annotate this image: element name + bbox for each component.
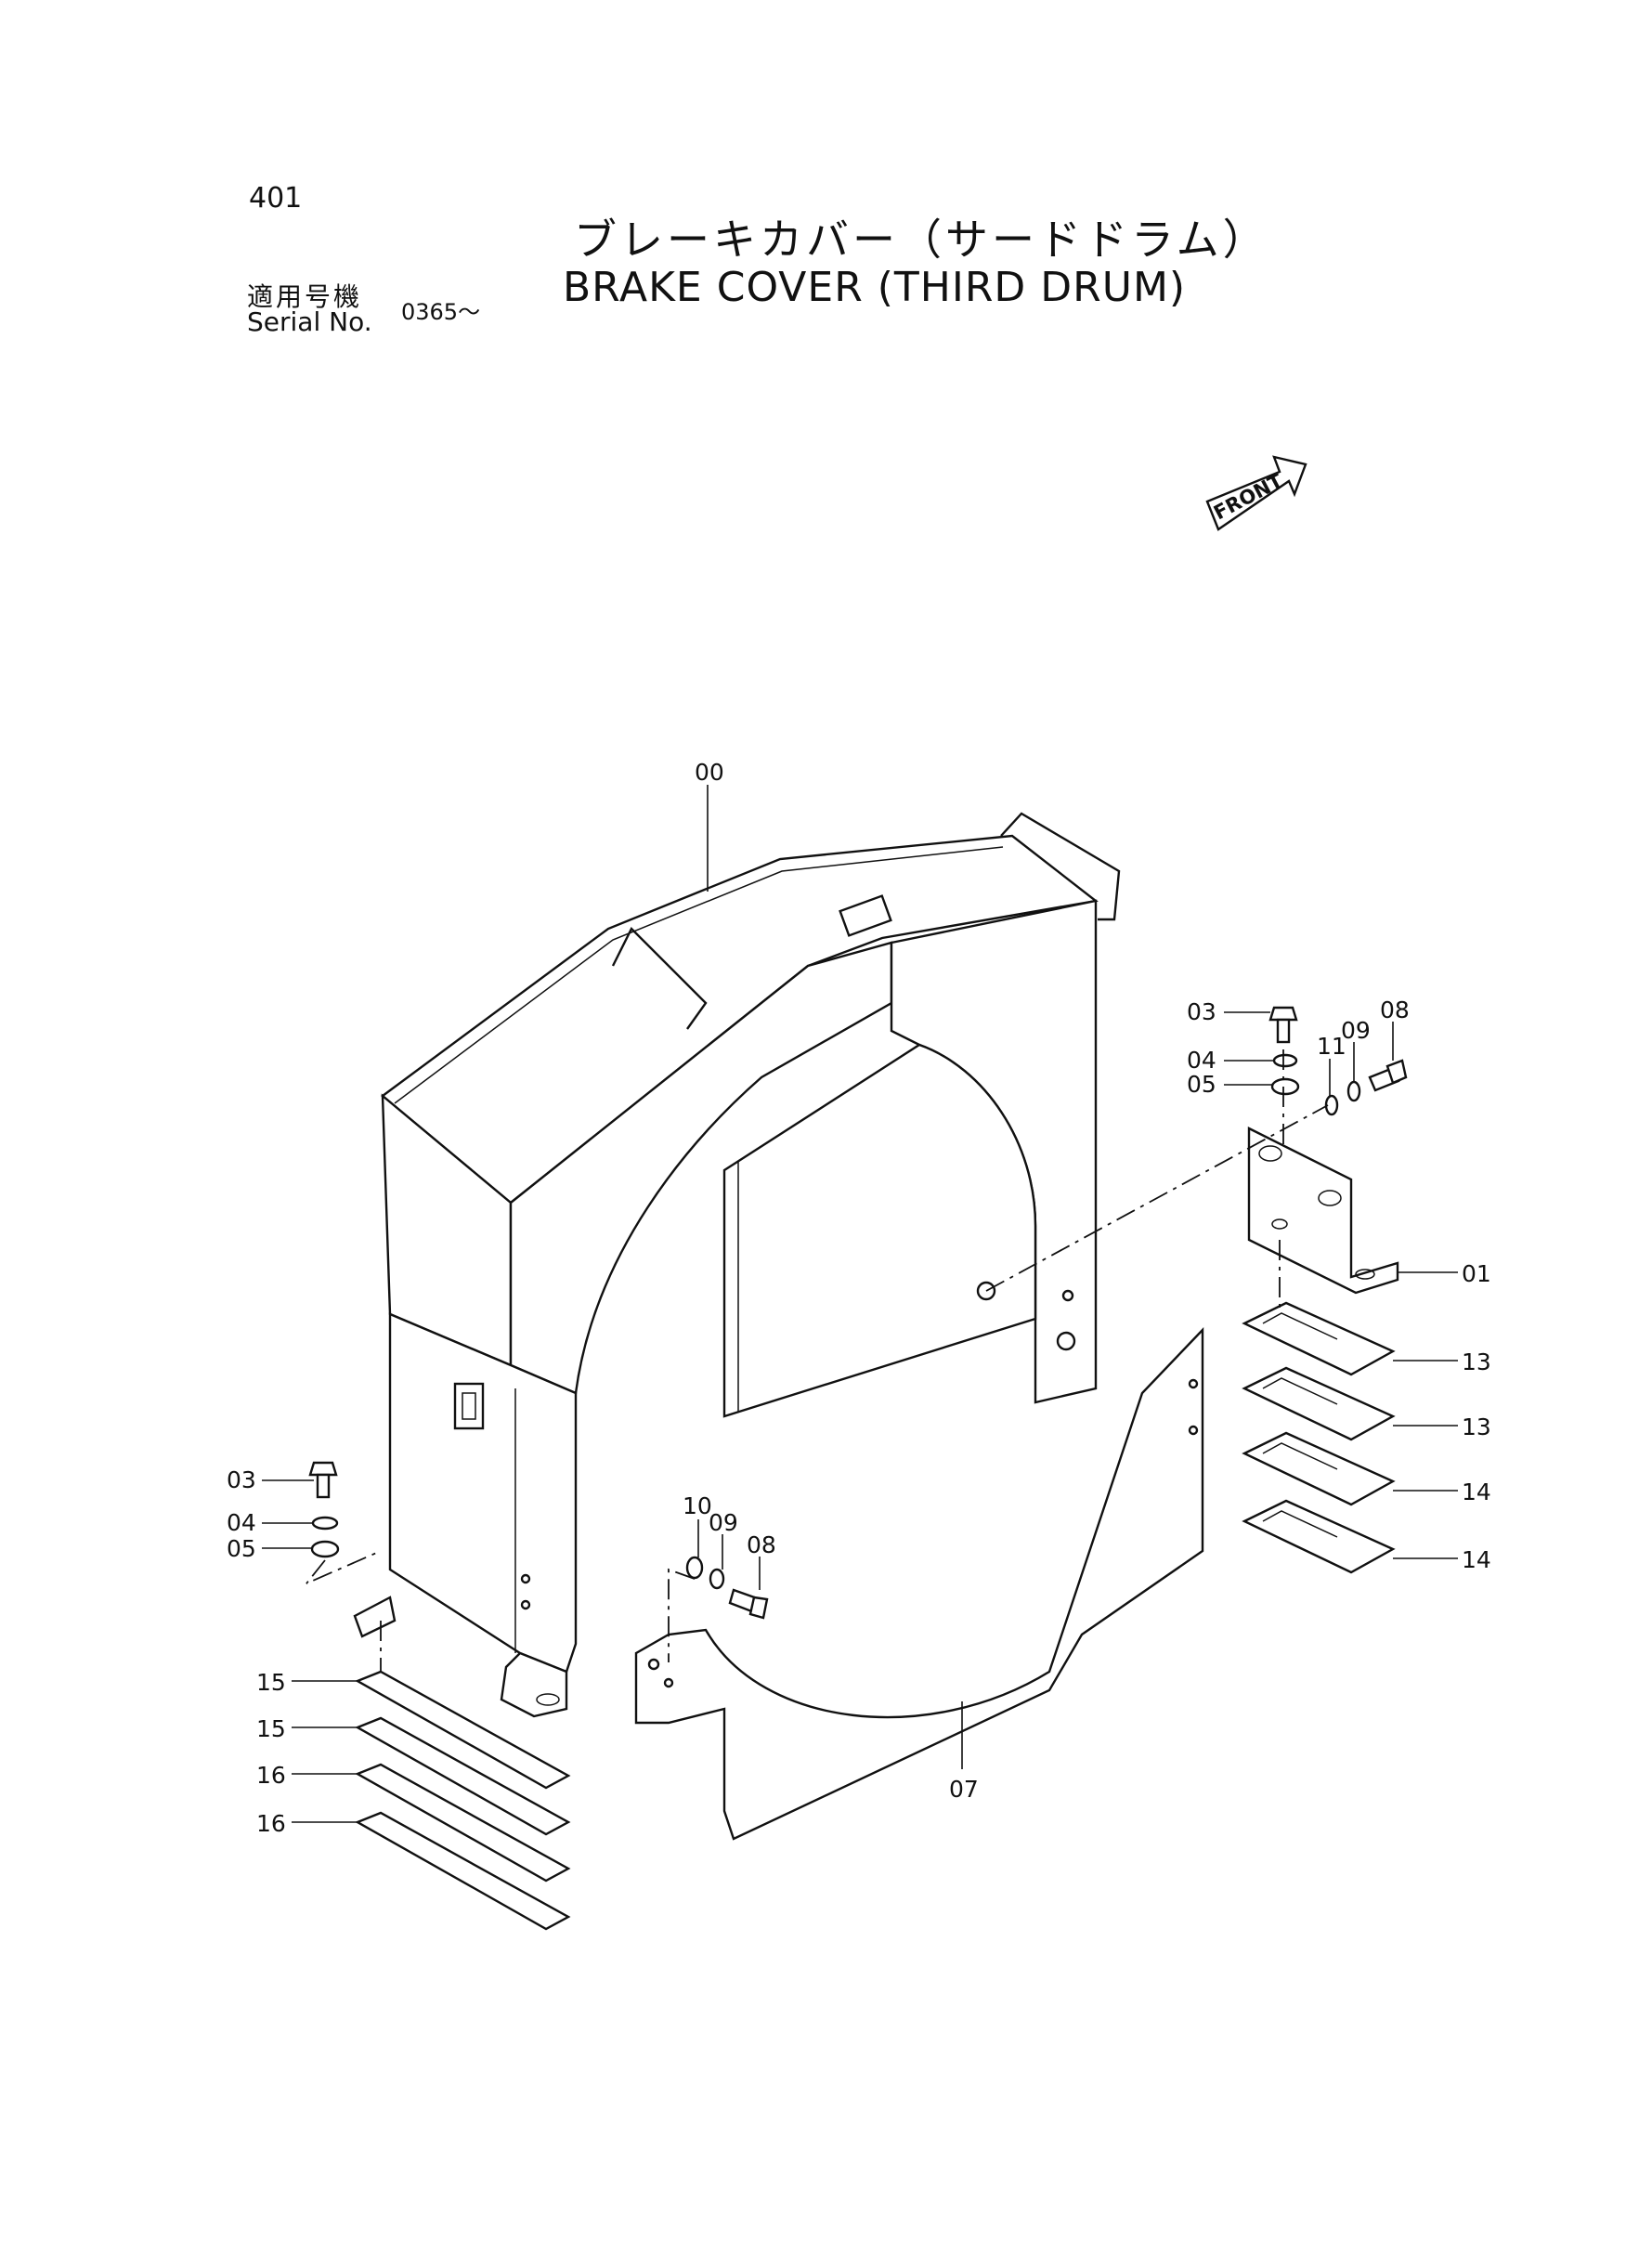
- callout-14-lower: 14: [1462, 1546, 1491, 1573]
- callout-13-upper: 13: [1462, 1348, 1491, 1375]
- assembly-lines: [306, 1049, 1329, 1672]
- shims-left: [355, 1670, 571, 1931]
- callout-08-right: 08: [1380, 997, 1410, 1023]
- callout-15-upper: 15: [256, 1669, 286, 1696]
- callout-13-lower: 13: [1462, 1414, 1491, 1440]
- bracket-part-01: [1247, 1127, 1399, 1295]
- title-english: BRAKE COVER (THIRD DRUM): [563, 264, 1187, 311]
- serial-value: 0365～: [401, 299, 481, 325]
- serial-label-japanese: 適用号機: [247, 281, 363, 312]
- callout-labels: 00 01 03 04 05 11 09 08 13 13 14 14 03 0…: [227, 759, 1491, 1837]
- callout-09-right: 09: [1341, 1017, 1371, 1044]
- callout-05-right: 05: [1187, 1071, 1216, 1098]
- front-arrow-icon: FRONT: [1205, 455, 1307, 531]
- callout-15-lower: 15: [256, 1715, 286, 1742]
- shims-right: [1242, 1301, 1396, 1574]
- callout-03-right: 03: [1187, 998, 1216, 1025]
- page-number: 401: [249, 182, 303, 215]
- callout-07: 07: [949, 1776, 979, 1803]
- title-japanese: ブレーキカバー（サードドラム）: [574, 215, 1269, 265]
- callout-09-left: 09: [709, 1509, 738, 1536]
- callout-10: 10: [683, 1492, 712, 1519]
- lower-cover-part-07: [634, 1327, 1204, 1841]
- serial-label-english: Serial No.: [247, 306, 372, 337]
- callout-01: 01: [1462, 1260, 1491, 1287]
- callout-05-left: 05: [227, 1535, 256, 1562]
- callout-16-lower: 16: [256, 1810, 286, 1837]
- leader-lines: [262, 785, 1458, 1823]
- callout-16-upper: 16: [256, 1762, 286, 1789]
- callout-08-left: 08: [747, 1531, 776, 1558]
- callout-11: 11: [1317, 1033, 1346, 1060]
- brake-cover-main: [353, 812, 1121, 1718]
- callout-14-upper: 14: [1462, 1479, 1491, 1505]
- callout-04-left: 04: [227, 1509, 256, 1536]
- callout-04-right: 04: [1187, 1047, 1216, 1074]
- callout-03-left: 03: [227, 1466, 256, 1493]
- callout-00: 00: [695, 759, 724, 786]
